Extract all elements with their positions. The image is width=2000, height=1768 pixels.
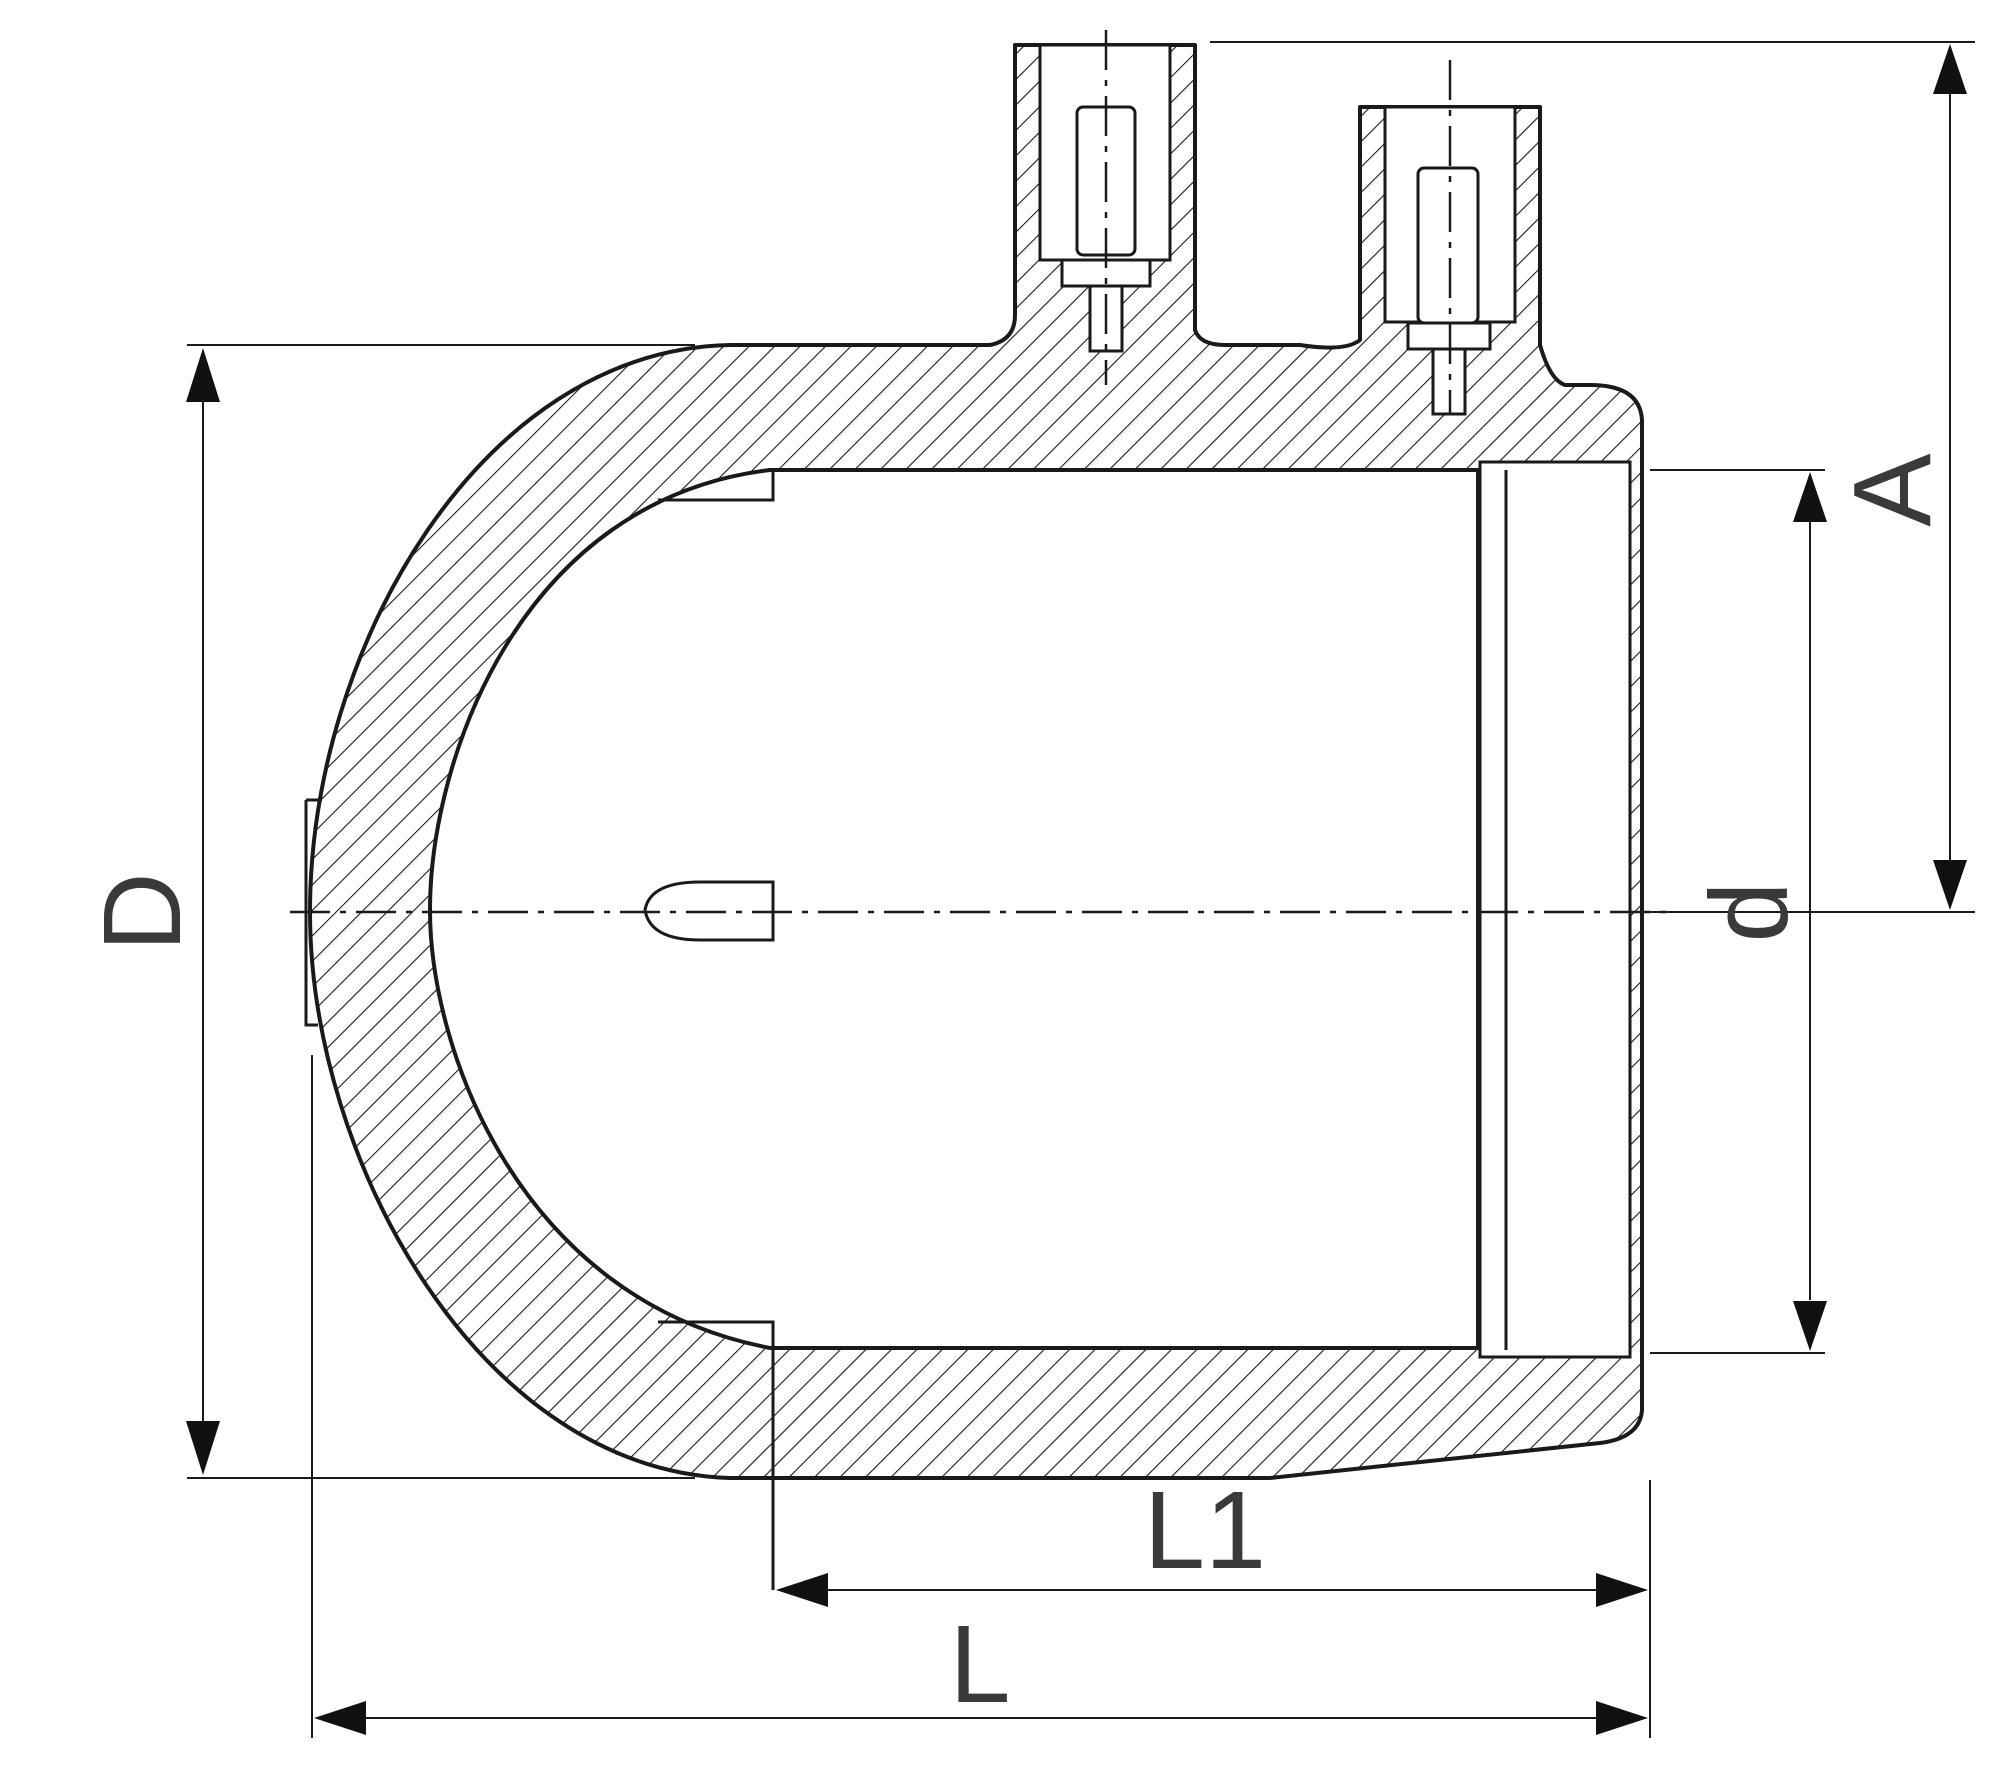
dim-arrow-D-top [186,348,220,402]
dim-label-L: L [949,1603,1010,1726]
dim-arrow-d-bottom [1793,1301,1827,1351]
dim-arrow-d-top [1793,472,1827,522]
dim-arrow-L-right [1596,1701,1648,1735]
cold-zone-notch-top [658,470,775,502]
dim-arrow-A-bottom [1933,860,1967,910]
dim-label-L1: L1 [1144,1469,1266,1592]
dim-label-D: D [81,872,204,951]
dim-arrow-D-bottom [186,1421,220,1475]
dim-arrow-L1-left [776,1573,828,1607]
dim-arrow-L-left [314,1701,366,1735]
dim-label-d: d [1688,881,1811,942]
end-nose-detail [304,798,322,1027]
dim-label-A: A [1831,453,1954,527]
cap-body-section [308,43,1644,1480]
dim-arrow-L1-right [1596,1573,1648,1607]
dim-arrow-A-top [1933,44,1967,94]
terminal-2-pin [1416,166,1480,325]
socket-entry-ring [1478,460,1632,1359]
